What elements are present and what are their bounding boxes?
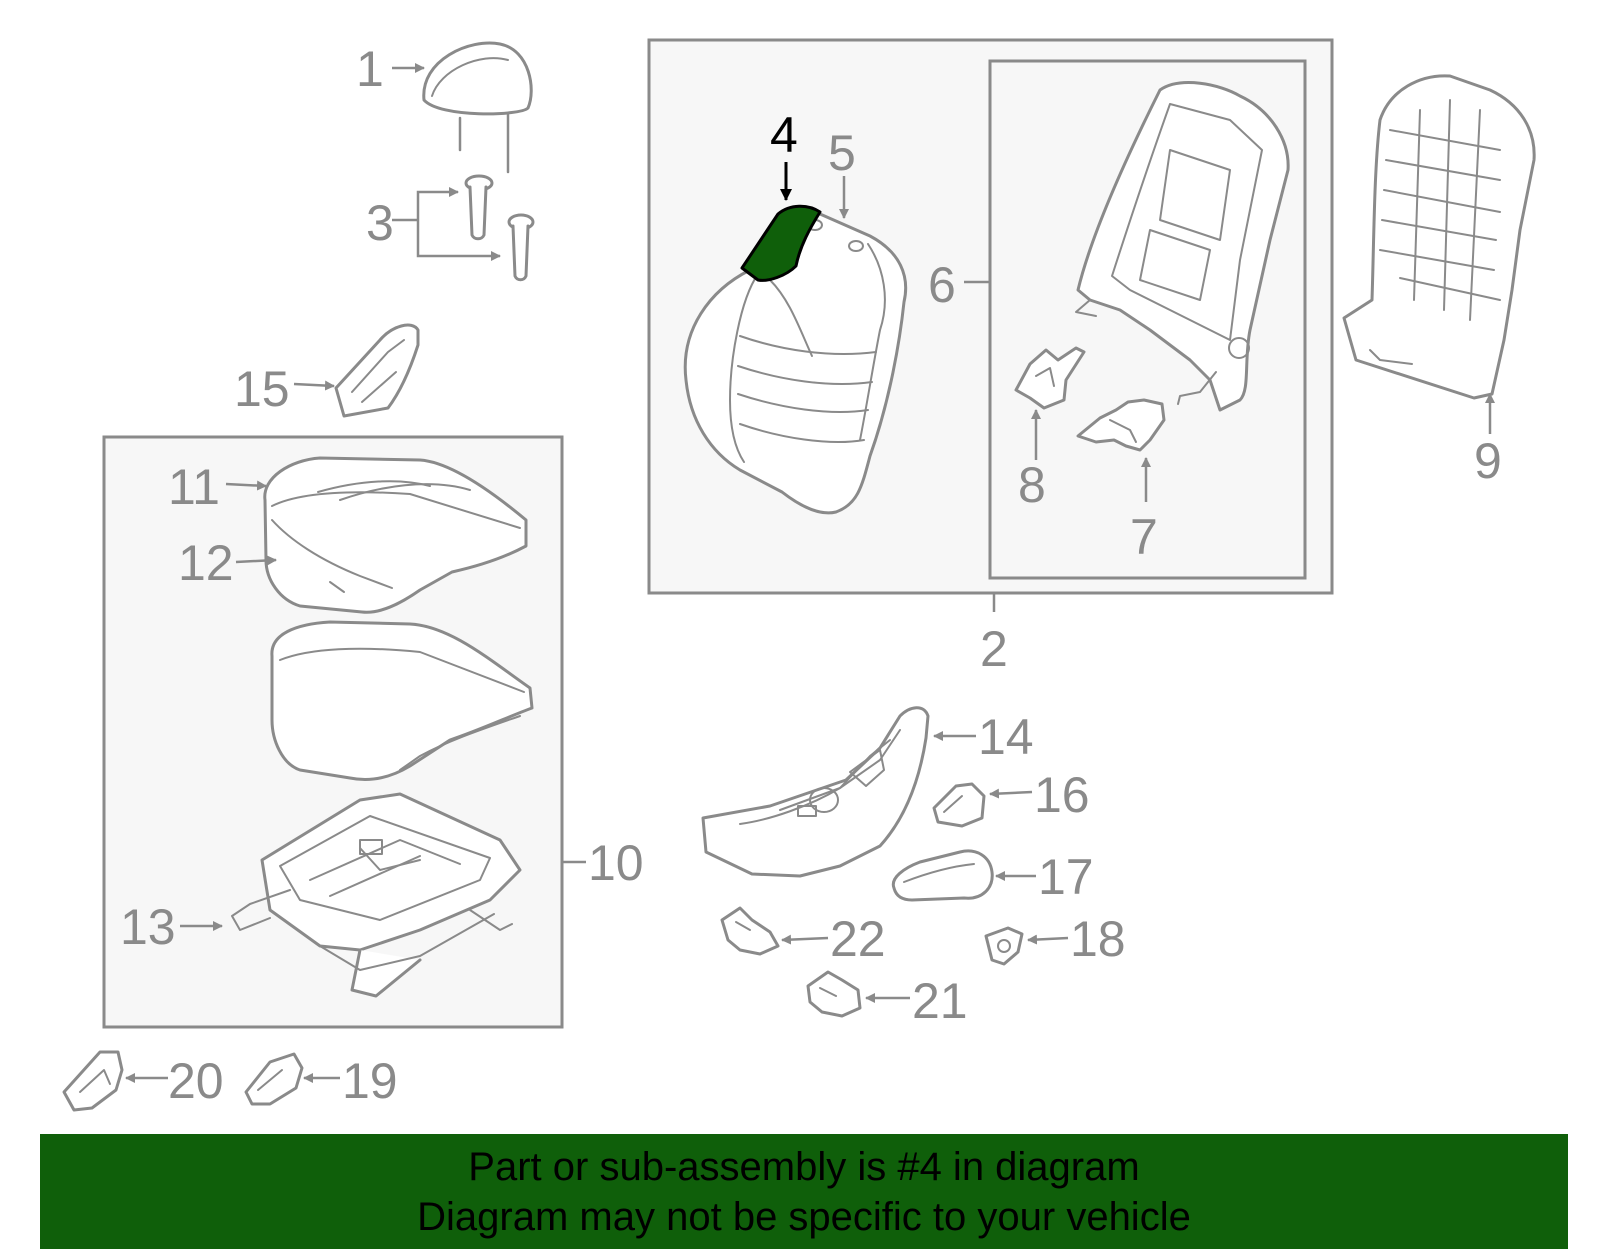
callout-17: 17	[1038, 849, 1094, 905]
cap-18-part[interactable]	[984, 926, 1024, 966]
callout-10: 10	[588, 835, 644, 891]
callout-12: 12	[178, 535, 234, 591]
callout-2: 2	[980, 621, 1008, 677]
trim-cover-part[interactable]	[334, 323, 420, 418]
cover-20-part[interactable]	[62, 1050, 124, 1112]
seat-back-cushion-part[interactable]	[683, 212, 908, 515]
cushion-cover-part[interactable]	[263, 456, 528, 614]
callout-5: 5	[828, 125, 856, 181]
bracket-7-part[interactable]	[1076, 398, 1166, 452]
callout-9: 9	[1474, 433, 1502, 489]
switch-knob-16-part[interactable]	[932, 782, 986, 828]
callout-21: 21	[912, 973, 968, 1029]
banner-line-2: Diagram may not be specific to your vehi…	[417, 1195, 1191, 1239]
callout-19: 19	[342, 1053, 398, 1109]
seat-back-frame-part[interactable]	[1075, 81, 1290, 412]
callout-22: 22	[830, 911, 886, 967]
highlighted-part-4[interactable]	[740, 204, 822, 282]
callout-6: 6	[928, 257, 956, 313]
callout-16: 16	[1034, 767, 1090, 823]
callout-4: 4	[770, 107, 798, 163]
callout-13: 13	[120, 899, 176, 955]
callout-18: 18	[1070, 911, 1126, 967]
callout-1: 1	[356, 41, 384, 97]
cover-22-part[interactable]	[720, 906, 780, 956]
info-banner: Part or sub-assembly is #4 in diagram Di…	[40, 1134, 1568, 1249]
callout-3: 3	[366, 195, 394, 251]
recliner-handle-17-part[interactable]	[891, 849, 994, 902]
bracket-8-part[interactable]	[1014, 346, 1086, 410]
cover-19-part[interactable]	[244, 1052, 304, 1106]
cushion-pad-part[interactable]	[270, 620, 534, 781]
headrest-part[interactable]	[422, 41, 533, 174]
callout-15: 15	[234, 361, 290, 417]
callout-20: 20	[168, 1053, 224, 1109]
callout-8: 8	[1018, 457, 1046, 513]
callout-7: 7	[1130, 509, 1158, 565]
headrest-guide-part[interactable]	[464, 174, 535, 282]
cover-21-part[interactable]	[806, 970, 862, 1018]
banner-line-1: Part or sub-assembly is #4 in diagram	[468, 1145, 1140, 1189]
cushion-frame-part[interactable]	[231, 792, 522, 998]
seat-back-panel-part[interactable]	[1342, 74, 1536, 400]
callout-14: 14	[978, 709, 1034, 765]
callout-11: 11	[168, 459, 220, 515]
side-shield-part[interactable]	[701, 706, 930, 878]
